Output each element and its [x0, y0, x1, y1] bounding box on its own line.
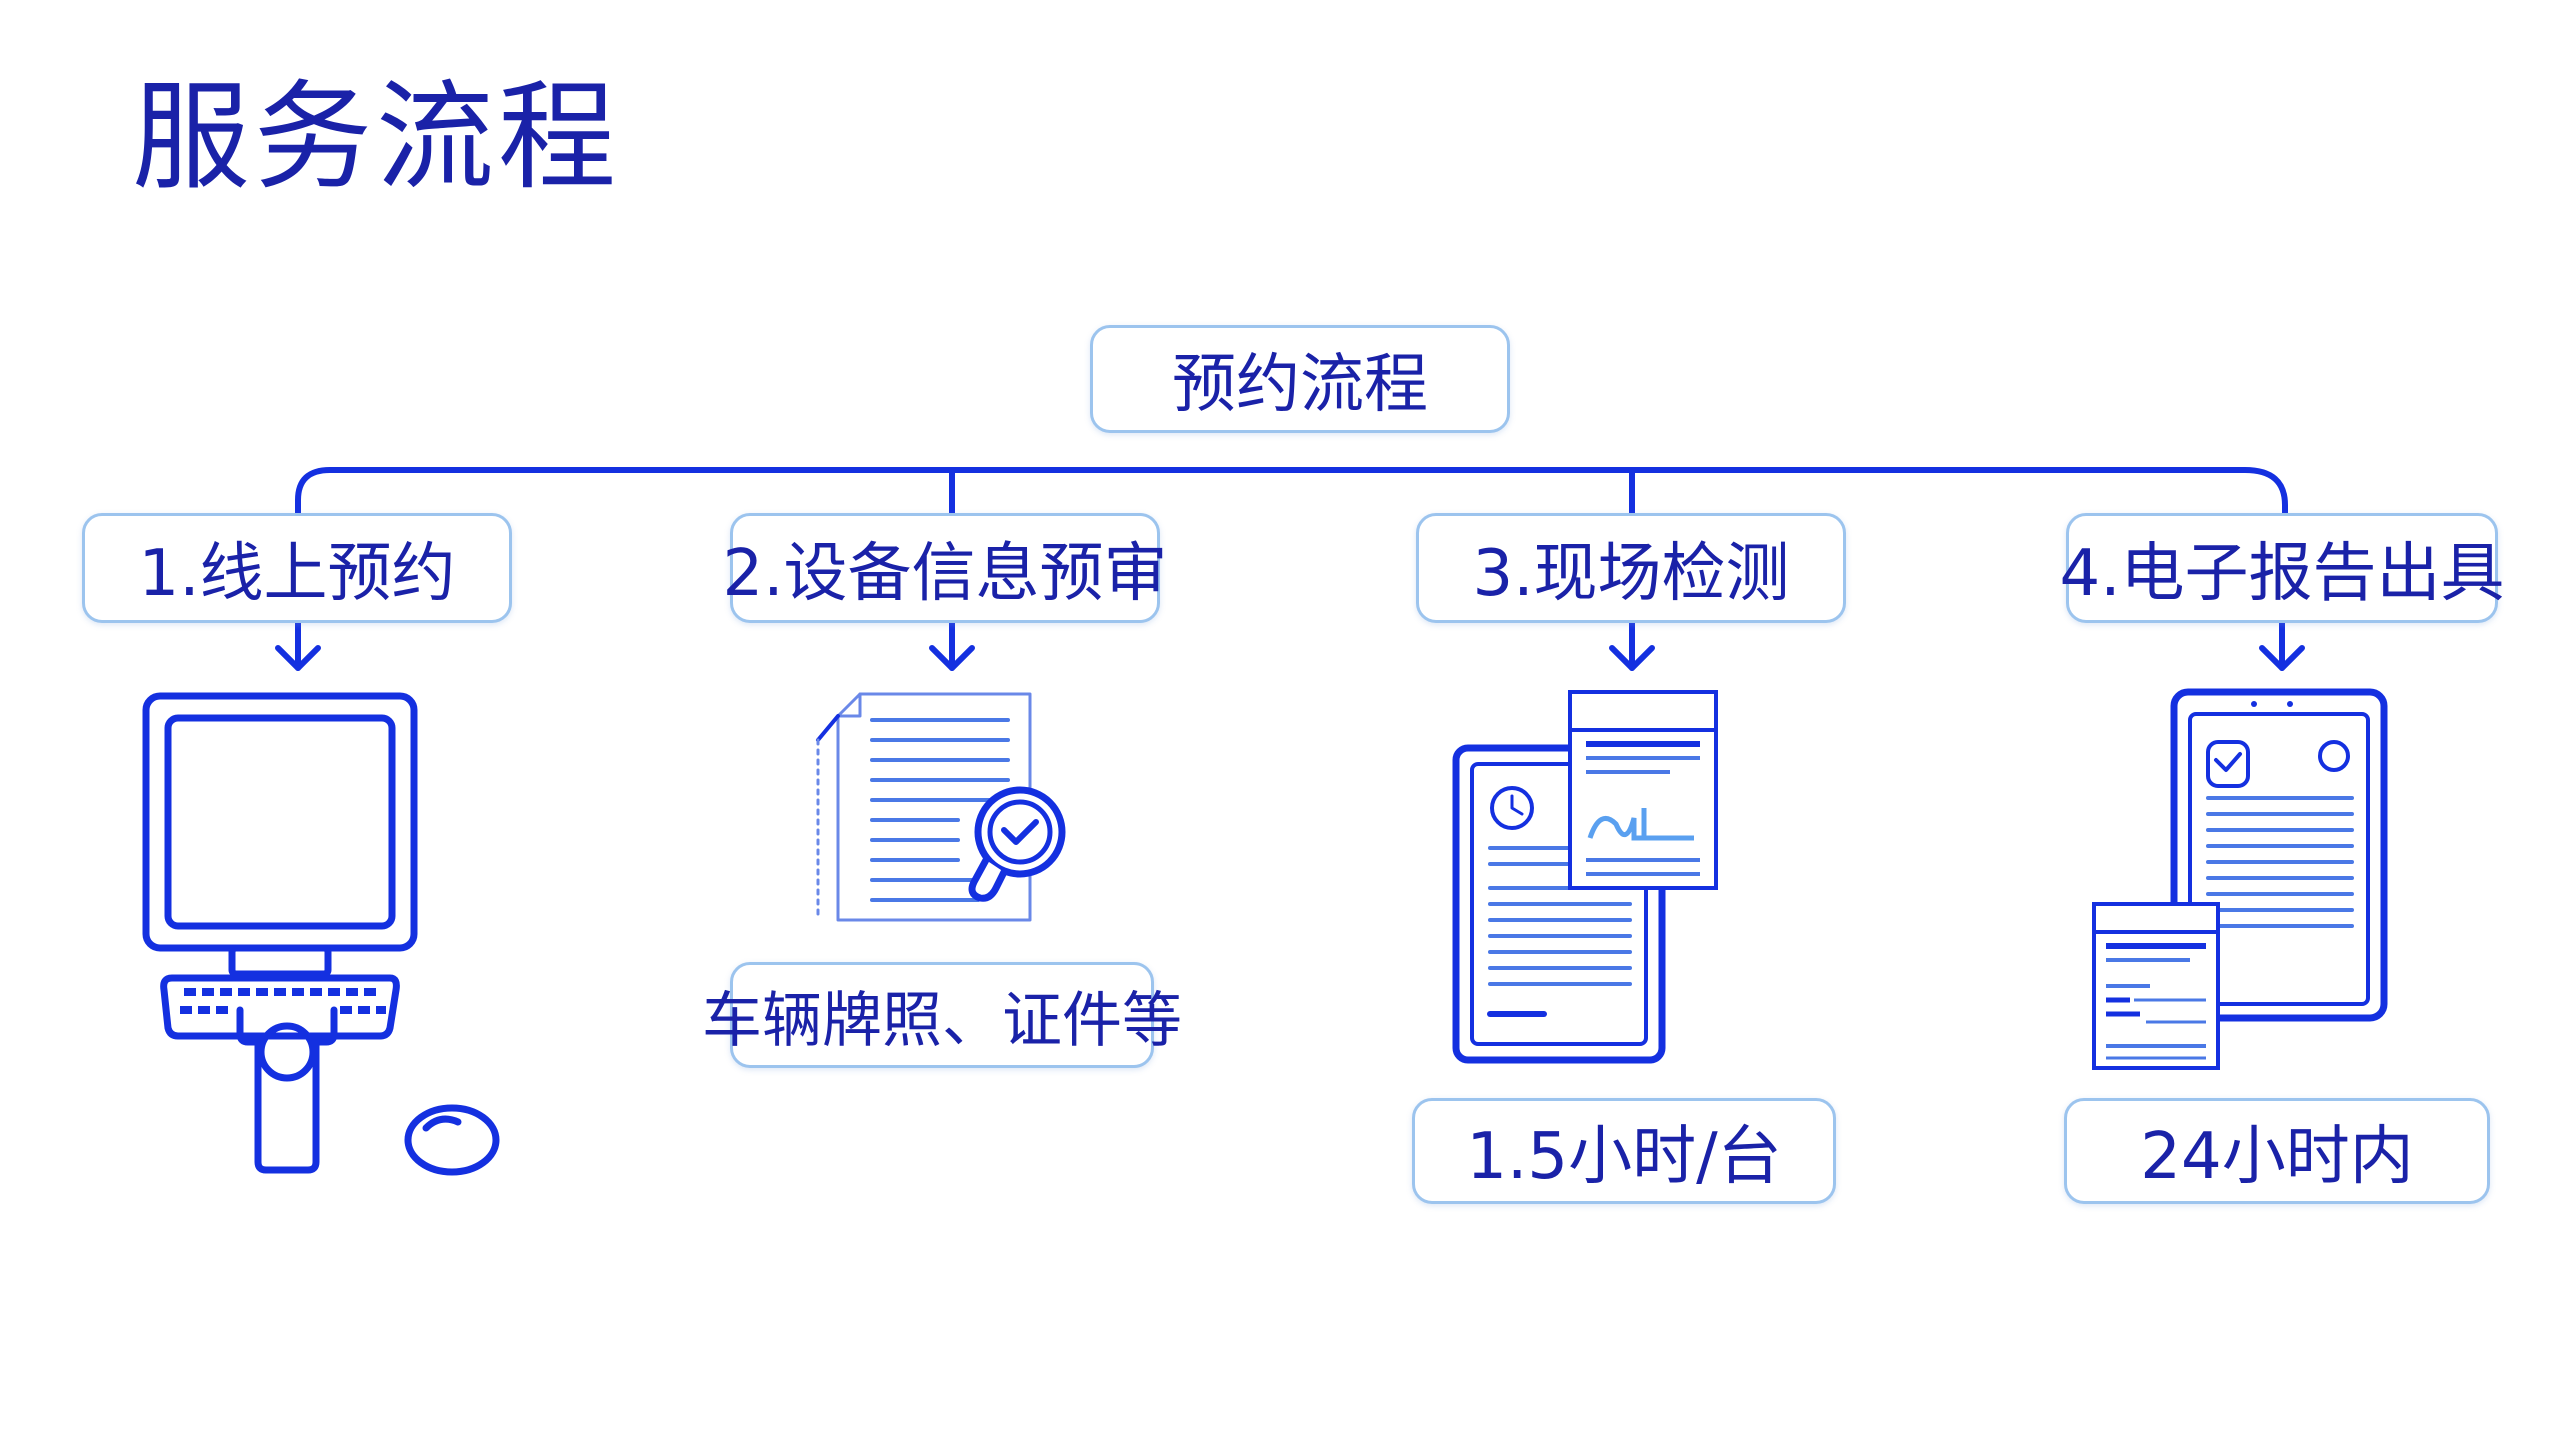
step-2-note: 车辆牌照、证件等 — [702, 962, 1182, 1068]
step-1-box: 1.线上预约 — [82, 513, 512, 623]
step-2-box: 2.设备信息预审 — [722, 513, 1168, 623]
inspection-report-icon — [1452, 690, 1718, 1064]
root-process-box: 预约流程 — [1090, 325, 1510, 433]
electronic-report-icon — [2092, 688, 2388, 1070]
arrow-step-4 — [2259, 620, 2305, 671]
step-4-note: 24小时内 — [2064, 1098, 2490, 1204]
arrow-step-3 — [1609, 620, 1655, 671]
arrow-step-2 — [929, 620, 975, 671]
step-3-note: 1.5小时/台 — [1412, 1098, 1836, 1204]
page-title: 服务流程 — [132, 68, 621, 206]
horizontal-connector — [295, 467, 2288, 516]
document-review-icon — [816, 692, 1066, 922]
computer-icon — [142, 692, 500, 1176]
step-4-box: 4.电子报告出具 — [2059, 513, 2505, 623]
arrow-step-1 — [275, 620, 321, 671]
step-3-box: 3.现场检测 — [1416, 513, 1846, 623]
